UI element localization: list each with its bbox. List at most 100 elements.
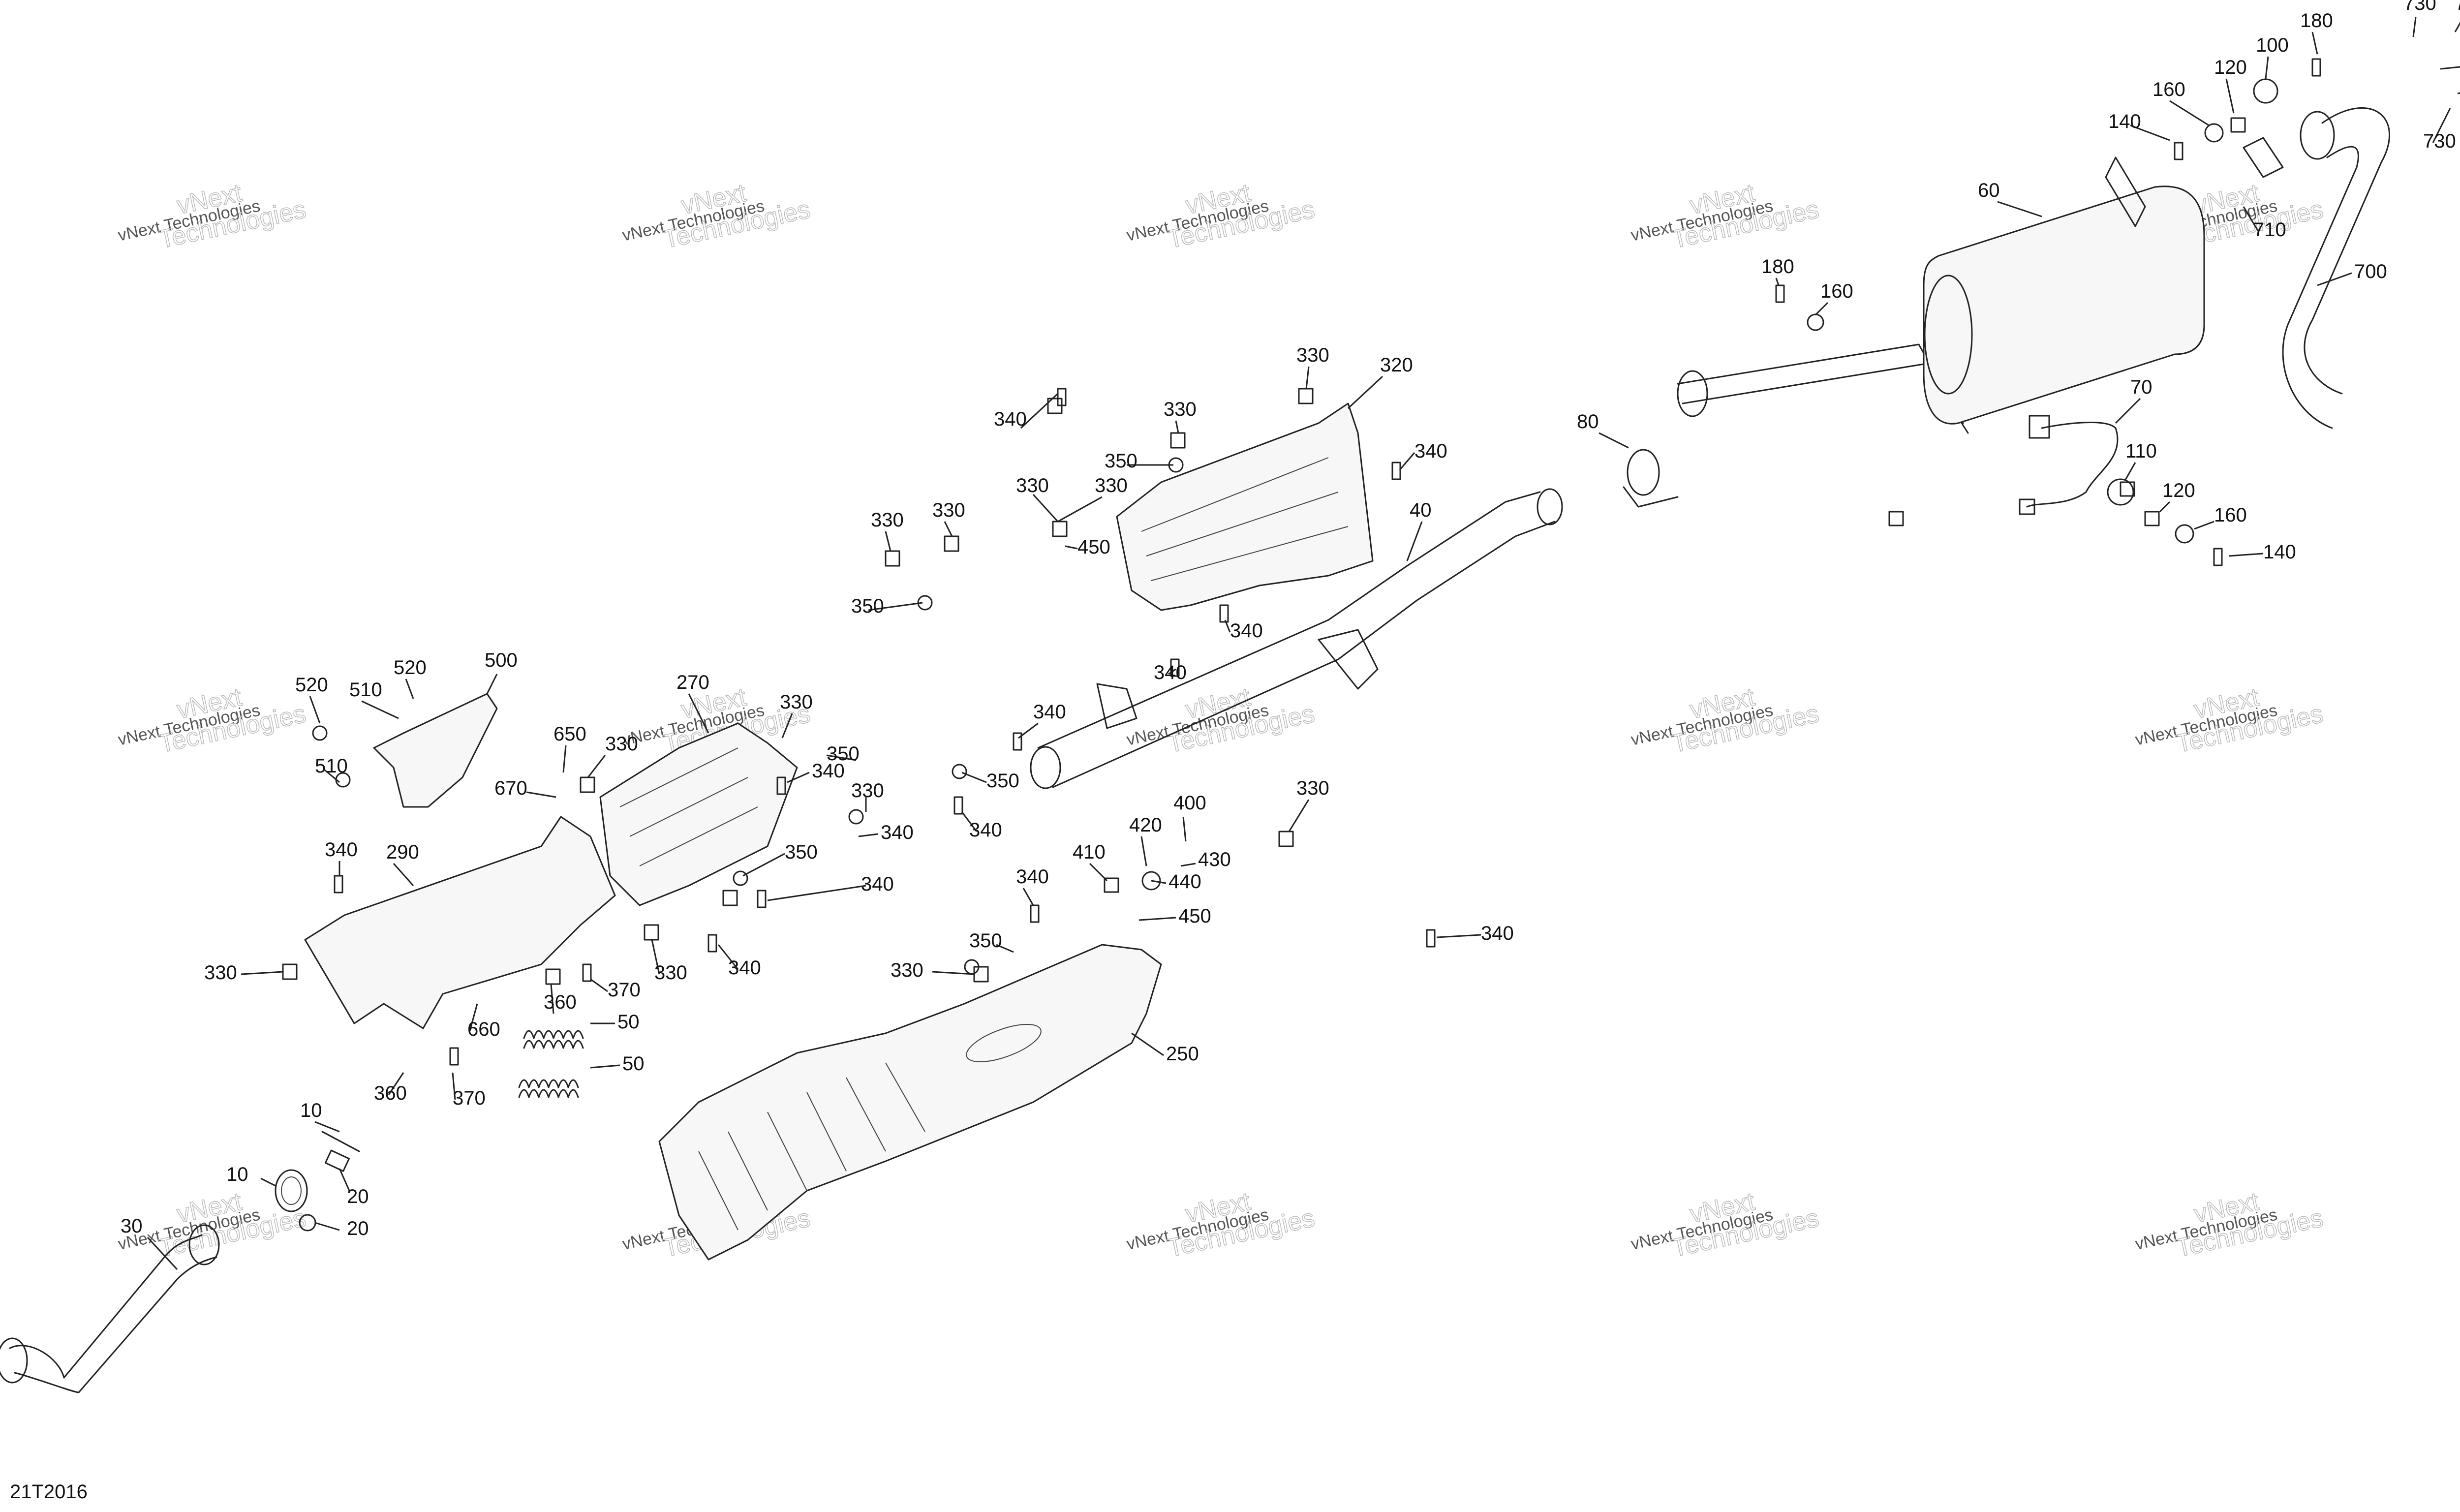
callout-label-50[interactable]: 50 bbox=[617, 1011, 640, 1033]
callout-label-10[interactable]: 10 bbox=[300, 1100, 322, 1121]
callout-label-330[interactable]: 330 bbox=[1095, 475, 1128, 496]
callout-label-330[interactable]: 330 bbox=[204, 962, 237, 984]
callout-label-370[interactable]: 370 bbox=[608, 979, 641, 1001]
washer bbox=[952, 764, 967, 779]
callout-label-730[interactable]: 730 bbox=[2423, 130, 2456, 152]
callout-label-440[interactable]: 440 bbox=[1168, 871, 1201, 893]
callout-label-160[interactable]: 160 bbox=[2214, 504, 2247, 526]
callout-label-360[interactable]: 360 bbox=[374, 1082, 407, 1104]
leader-line bbox=[260, 1177, 276, 1187]
callout-label-40[interactable]: 40 bbox=[1410, 499, 1432, 521]
callout-label-340[interactable]: 340 bbox=[1033, 701, 1066, 723]
callout-label-330[interactable]: 330 bbox=[1296, 777, 1329, 799]
callout-label-350[interactable]: 350 bbox=[827, 743, 860, 765]
callout-label-340[interactable]: 340 bbox=[1230, 620, 1263, 642]
callout-label-360[interactable]: 360 bbox=[544, 991, 577, 1013]
callout-label-350[interactable]: 350 bbox=[785, 841, 818, 863]
callout-label-330[interactable]: 330 bbox=[780, 691, 813, 713]
callout-label-20[interactable]: 20 bbox=[347, 1186, 369, 1207]
callout-label-30[interactable]: 30 bbox=[121, 1215, 143, 1237]
heat-shield-lower-left bbox=[304, 816, 616, 1029]
callout-label-670[interactable]: 670 bbox=[494, 777, 527, 799]
leader-line bbox=[1814, 302, 1829, 316]
callout-label-100[interactable]: 100 bbox=[2256, 34, 2289, 56]
callout-label-410[interactable]: 410 bbox=[1073, 841, 1106, 863]
leader-line bbox=[2265, 56, 2269, 79]
callout-label-320[interactable]: 320 bbox=[1380, 354, 1413, 376]
callout-label-120[interactable]: 120 bbox=[2214, 57, 2247, 78]
callout-label-340[interactable]: 340 bbox=[861, 873, 894, 895]
callout-label-520[interactable]: 520 bbox=[295, 674, 328, 696]
callout-label-420[interactable]: 420 bbox=[1129, 814, 1162, 836]
callout-label-140[interactable]: 140 bbox=[2108, 111, 2141, 132]
callout-label-160[interactable]: 160 bbox=[1820, 280, 1853, 302]
exhaust-gasket bbox=[275, 1169, 308, 1212]
callout-label-120[interactable]: 120 bbox=[2162, 480, 2195, 501]
callout-label-110[interactable]: 110 bbox=[2125, 440, 2157, 462]
callout-label-340[interactable]: 340 bbox=[1414, 440, 1447, 462]
callout-label-330[interactable]: 330 bbox=[871, 509, 904, 531]
callout-label-70[interactable]: 70 bbox=[2130, 376, 2152, 398]
callout-label-340[interactable]: 340 bbox=[728, 957, 761, 979]
callout-label-340[interactable]: 340 bbox=[994, 408, 1027, 430]
callout-label-340[interactable]: 340 bbox=[1481, 923, 1514, 944]
watermark-outline-text: vNextTechnologies bbox=[654, 166, 812, 254]
callout-label-50[interactable]: 50 bbox=[622, 1053, 645, 1075]
callout-label-60[interactable]: 60 bbox=[1978, 180, 2000, 201]
callout-label-20[interactable]: 20 bbox=[347, 1218, 369, 1239]
callout-label-340[interactable]: 340 bbox=[812, 760, 845, 782]
callout-label-330[interactable]: 330 bbox=[891, 959, 923, 981]
callout-label-370[interactable]: 370 bbox=[453, 1087, 486, 1109]
callout-label-340[interactable]: 340 bbox=[881, 822, 914, 843]
callout-label-140[interactable]: 140 bbox=[2263, 541, 2296, 563]
callout-label-330[interactable]: 330 bbox=[1016, 475, 1049, 496]
callout-label-350[interactable]: 350 bbox=[969, 930, 1002, 952]
drawing-code: 21T2016 bbox=[10, 1481, 88, 1503]
callout-label-290[interactable]: 290 bbox=[386, 841, 419, 863]
callout-label-520[interactable]: 520 bbox=[394, 657, 427, 679]
nut bbox=[1888, 511, 1904, 526]
callout-label-80[interactable]: 80 bbox=[1577, 411, 1599, 432]
callout-label-340[interactable]: 340 bbox=[325, 839, 358, 861]
callout-label-710[interactable]: 710 bbox=[2253, 219, 2286, 241]
callout-label-500[interactable]: 500 bbox=[485, 649, 518, 671]
callout-label-330[interactable]: 330 bbox=[932, 499, 965, 521]
leader-line bbox=[1347, 375, 1384, 409]
callout-label-270[interactable]: 270 bbox=[676, 672, 709, 693]
callout-label-350[interactable]: 350 bbox=[1105, 450, 1138, 472]
leader-line bbox=[590, 1064, 620, 1069]
callout-label-10[interactable]: 10 bbox=[226, 1164, 248, 1185]
callout-label-160[interactable]: 160 bbox=[2152, 79, 2185, 100]
nut bbox=[2120, 481, 2135, 497]
callout-label-340[interactable]: 340 bbox=[1016, 866, 1049, 888]
callout-label-350[interactable]: 350 bbox=[986, 770, 1019, 792]
callout-label-330[interactable]: 330 bbox=[654, 962, 687, 984]
callout-label-660[interactable]: 660 bbox=[467, 1018, 500, 1040]
callout-label-650[interactable]: 650 bbox=[554, 723, 586, 745]
callout-label-330[interactable]: 330 bbox=[851, 780, 884, 802]
callout-label-250[interactable]: 250 bbox=[1166, 1043, 1199, 1065]
callout-label-510[interactable]: 510 bbox=[315, 755, 348, 777]
callout-label-450[interactable]: 450 bbox=[1077, 536, 1110, 558]
callout-label-330[interactable]: 330 bbox=[1164, 399, 1197, 420]
bolt bbox=[1013, 732, 1022, 751]
leader-line bbox=[1065, 545, 1078, 550]
callout-label-180[interactable]: 180 bbox=[2300, 10, 2333, 31]
callout-label-330[interactable]: 330 bbox=[1296, 344, 1329, 366]
callout-label-450[interactable]: 450 bbox=[1178, 905, 1211, 927]
callout-label-340[interactable]: 340 bbox=[1154, 662, 1187, 683]
callout-label-330[interactable]: 330 bbox=[605, 733, 638, 755]
leader-line bbox=[2228, 553, 2264, 557]
callout-label-340[interactable]: 340 bbox=[969, 819, 1002, 841]
callout-label-510[interactable]: 510 bbox=[349, 679, 382, 701]
callout-label-700[interactable]: 700 bbox=[2354, 261, 2387, 282]
callout-label-350[interactable]: 350 bbox=[851, 595, 884, 617]
callout-label-730[interactable]: 730 bbox=[2403, 0, 2436, 14]
callout-label-400[interactable]: 400 bbox=[1173, 792, 1206, 814]
u-nut bbox=[644, 924, 659, 941]
callout-label-720[interactable]: 720 bbox=[2455, 0, 2460, 14]
callout-label-430[interactable]: 430 bbox=[1198, 849, 1231, 870]
callout-label-180[interactable]: 180 bbox=[1761, 256, 1794, 278]
